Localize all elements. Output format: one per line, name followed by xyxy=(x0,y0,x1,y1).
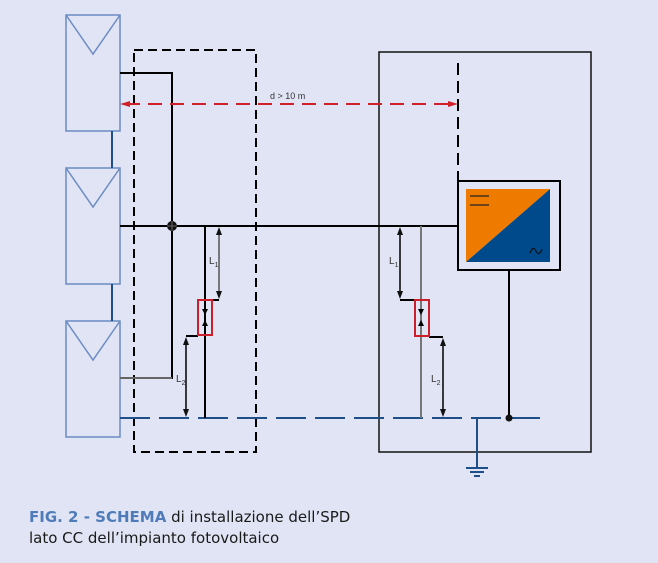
right-l1-label: L1 xyxy=(389,256,399,269)
right-spd-arrow-down xyxy=(418,309,424,315)
right-l2-arrow-up xyxy=(440,338,446,346)
left-l1-arrow-down xyxy=(216,291,222,299)
figure-label: FIG. 2 - SCHEMA xyxy=(29,508,167,526)
left-l2-arrow-down xyxy=(183,409,189,417)
positive-wire xyxy=(120,72,173,226)
distance-arrow-left xyxy=(120,101,130,107)
pv-panel-3 xyxy=(65,320,121,438)
right-spd-assembly: L1 L2 xyxy=(389,226,446,418)
left-l2-label: L2 xyxy=(176,374,186,387)
caption-line-1: FIG. 2 - SCHEMA di installazione dell’SP… xyxy=(29,507,350,528)
inverter-ac-side xyxy=(466,189,550,262)
left-spd-assembly: L1 L2 xyxy=(176,226,222,418)
right-l1-arrow-up xyxy=(397,227,403,235)
caption-line-1-text: di installazione dell’SPD xyxy=(166,508,351,526)
pv-panel-1 xyxy=(65,14,121,132)
distance-arrow-right xyxy=(448,101,458,107)
caption-line-2: lato CC dell’impianto fotovoltaico xyxy=(29,529,280,547)
earth-junction-dot xyxy=(505,414,513,422)
distance-label: d > 10 m xyxy=(270,91,305,101)
right-l1-arrow-down xyxy=(397,291,403,299)
ac-sine-icon xyxy=(529,247,543,255)
spd-installation-diagram: d > 10 m L1 L2 xyxy=(65,14,592,477)
right-l2-label: L2 xyxy=(431,374,441,387)
ground-icon xyxy=(466,467,488,477)
left-spd-arrow-up xyxy=(202,320,208,326)
figure-caption: FIG. 2 - SCHEMA di installazione dell’SP… xyxy=(29,507,350,549)
right-spd xyxy=(414,299,430,337)
negative-wire xyxy=(120,226,173,379)
right-spd-arrow-up xyxy=(418,320,424,326)
string-box-enclosure xyxy=(133,49,257,453)
pv-panel-2 xyxy=(65,167,121,285)
left-spd-arrow-down xyxy=(202,309,208,315)
inverter-enclosure xyxy=(378,51,592,453)
left-l1-arrow-up xyxy=(216,227,222,235)
left-spd xyxy=(197,299,213,336)
left-l1-label: L1 xyxy=(209,256,219,269)
right-l2-arrow-down xyxy=(440,409,446,417)
inverter xyxy=(457,180,561,271)
left-l2-arrow-up xyxy=(183,337,189,345)
